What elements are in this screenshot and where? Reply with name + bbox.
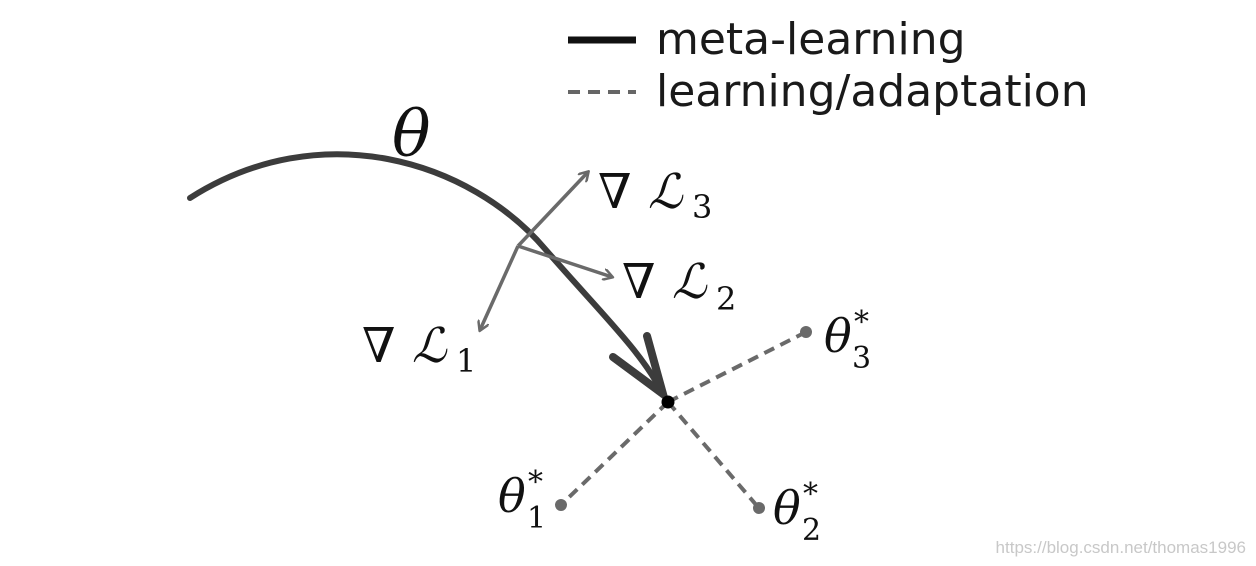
optimum-superscript: *: [528, 465, 543, 500]
legend-solid-label: meta-learning: [656, 14, 966, 65]
adaptation-lines: [560, 331, 805, 509]
watermark-text: https://blog.csdn.net/thomas1996: [996, 538, 1246, 557]
nabla-symbol: ∇: [362, 318, 396, 374]
optimum-superscript: *: [854, 305, 869, 340]
legend-dashed-label: learning/adaptation: [656, 66, 1089, 117]
loss-symbol: ℒ: [672, 254, 708, 310]
gradient-arrow-2: [517, 244, 612, 277]
optimum-subscript: 1: [527, 501, 546, 536]
loss-symbol: ℒ: [412, 318, 448, 374]
task-optimum-label-3: θ * 3: [824, 305, 871, 376]
meta-parameter-point: [661, 395, 675, 409]
theta-symbol: θ: [498, 469, 526, 523]
optimum-superscript: *: [803, 477, 818, 512]
gradient-label-1: ∇ ℒ 1: [362, 318, 476, 380]
task-optimum-point-2: [753, 502, 765, 514]
loss-symbol: ℒ: [648, 164, 684, 220]
gradient-subscript: 1: [456, 342, 476, 380]
adaptation-line-2: [666, 400, 760, 509]
theta-label: θ: [392, 98, 431, 172]
legend: meta-learning learning/adaptation: [568, 14, 1089, 117]
theta-symbol: θ: [773, 481, 801, 535]
optimum-subscript: 2: [802, 513, 821, 548]
gradient-arrow-3: [516, 172, 588, 248]
gradient-subscript: 3: [692, 188, 712, 226]
adaptation-line-3: [667, 331, 805, 404]
task-optimum-point-1: [555, 499, 567, 511]
meta-learning-path: [187, 151, 670, 405]
gradient-label-3: ∇ ℒ 3: [598, 164, 712, 226]
nabla-symbol: ∇: [622, 254, 656, 310]
theta-symbol: θ: [824, 309, 852, 363]
nabla-symbol: ∇: [598, 164, 632, 220]
meta-path-arrowhead: [609, 332, 670, 405]
gradient-subscript: 2: [716, 280, 736, 318]
gradient-arrow-1: [480, 245, 520, 330]
adaptation-line-1: [560, 400, 670, 506]
task-optimum-label-2: θ * 2: [773, 477, 821, 548]
optimum-subscript: 3: [852, 341, 871, 376]
task-optimum-label-1: θ * 1: [498, 465, 546, 536]
meta-path-curve: [187, 151, 665, 395]
gradient-arrows: [480, 172, 612, 330]
gradient-label-2: ∇ ℒ 2: [622, 254, 736, 318]
task-optimum-point-3: [800, 326, 812, 338]
